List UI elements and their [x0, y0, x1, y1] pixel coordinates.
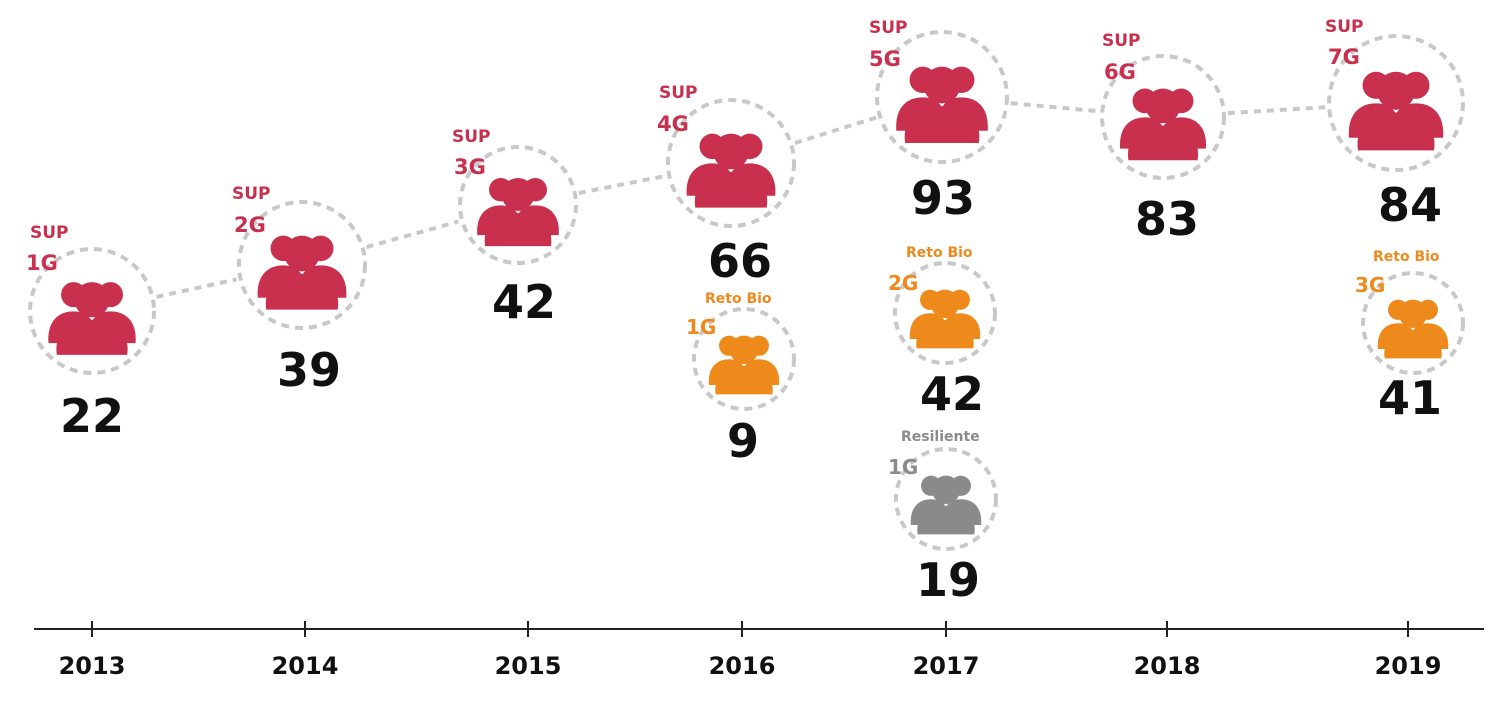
- connector-segment: [794, 115, 877, 145]
- program-label: SUP: [1102, 31, 1141, 51]
- group-of-people-icon: [1377, 299, 1449, 359]
- participant-count: 42: [920, 367, 984, 421]
- generation-label: 5G: [869, 47, 901, 71]
- generation-label: 3G: [1355, 273, 1385, 297]
- participant-count: 93: [911, 171, 975, 225]
- program-label: SUP: [232, 184, 271, 204]
- participant-count: 41: [1378, 371, 1442, 425]
- year-label: 2017: [913, 652, 980, 680]
- participant-count: 42: [492, 275, 556, 329]
- dashed-ring: [28, 247, 156, 375]
- connector-segment: [1010, 101, 1099, 114]
- generation-label: 3G: [454, 155, 486, 179]
- generation-label: 2G: [234, 213, 266, 237]
- cohort-reto-bio: Reto Bio 3G 41: [1355, 249, 1465, 425]
- dashed-ring: [692, 307, 796, 411]
- dashed-ring: [1327, 34, 1465, 172]
- dashed-ring: [1361, 271, 1465, 375]
- program-label: SUP: [869, 18, 908, 38]
- cohort-reto-bio: Reto Bio 1G 9: [686, 291, 796, 468]
- cohort-sup: SUP 5G 93: [869, 18, 1009, 225]
- connector-segment: [1227, 105, 1326, 116]
- group-of-people-icon: [48, 282, 136, 355]
- cohort-sup: SUP 3G 42: [452, 127, 578, 329]
- dashed-ring: [875, 30, 1009, 164]
- program-label: Reto Bio: [705, 291, 772, 307]
- year-label: 2016: [709, 652, 776, 680]
- program-label: Reto Bio: [906, 245, 973, 261]
- program-label: SUP: [1325, 17, 1364, 37]
- year-label: 2018: [1134, 652, 1201, 680]
- group-of-people-icon: [1119, 88, 1207, 161]
- cohort-sup: SUP 4G 66: [657, 83, 796, 288]
- participant-count: 83: [1135, 192, 1199, 246]
- time-axis: 2013 2014 2015 2016 2017 2018 2019: [34, 621, 1484, 680]
- participant-count: 9: [727, 414, 759, 468]
- group-of-people-icon: [910, 475, 982, 535]
- group-of-people-icon: [896, 66, 988, 144]
- participant-count: 66: [708, 234, 772, 288]
- participant-count: 19: [916, 553, 980, 607]
- group-of-people-icon: [909, 289, 981, 349]
- connector-segment: [578, 173, 666, 195]
- dashed-ring: [893, 261, 997, 365]
- year-label: 2015: [495, 652, 562, 680]
- dashed-ring: [1100, 54, 1226, 180]
- dashed-ring: [894, 447, 998, 551]
- generation-label: 7G: [1328, 45, 1360, 69]
- dashed-ring: [666, 98, 796, 228]
- connector-segment: [366, 219, 459, 249]
- cohort-resiliente: Resiliente 1G 19: [888, 429, 998, 607]
- participant-count: 84: [1378, 178, 1442, 232]
- cohort-reto-bio: Reto Bio 2G 42: [888, 245, 997, 421]
- cohort-sup: SUP 2G 39: [232, 184, 367, 397]
- cohort-sup: SUP 7G 84: [1325, 17, 1465, 232]
- dashed-ring: [458, 145, 578, 265]
- group-of-people-icon: [686, 133, 776, 208]
- year-label: 2014: [272, 652, 339, 680]
- participant-count: 22: [60, 389, 124, 443]
- cohort-sup: SUP 1G 22: [26, 223, 156, 443]
- dashed-ring: [237, 200, 367, 330]
- participant-count: 39: [277, 343, 341, 397]
- program-label: SUP: [659, 83, 698, 103]
- program-label: Resiliente: [901, 429, 980, 445]
- group-of-people-icon: [708, 335, 780, 395]
- program-label: SUP: [452, 127, 491, 147]
- generation-label: 4G: [657, 112, 689, 136]
- generation-label: 1G: [26, 251, 58, 275]
- connector-segment: [156, 277, 237, 299]
- sup-connector-line: [156, 101, 1326, 299]
- program-label: SUP: [30, 223, 69, 243]
- generation-label: 2G: [888, 271, 918, 295]
- group-of-people-icon: [477, 177, 559, 247]
- generation-label: 1G: [686, 315, 716, 339]
- program-label: Reto Bio: [1373, 249, 1440, 265]
- cohort-sup: SUP 6G 83: [1100, 31, 1226, 246]
- year-label: 2013: [59, 652, 126, 680]
- group-of-people-icon: [1348, 71, 1444, 151]
- year-label: 2019: [1375, 652, 1442, 680]
- generation-label: 6G: [1104, 60, 1136, 84]
- group-of-people-icon: [257, 235, 347, 310]
- generation-label: 1G: [888, 455, 918, 479]
